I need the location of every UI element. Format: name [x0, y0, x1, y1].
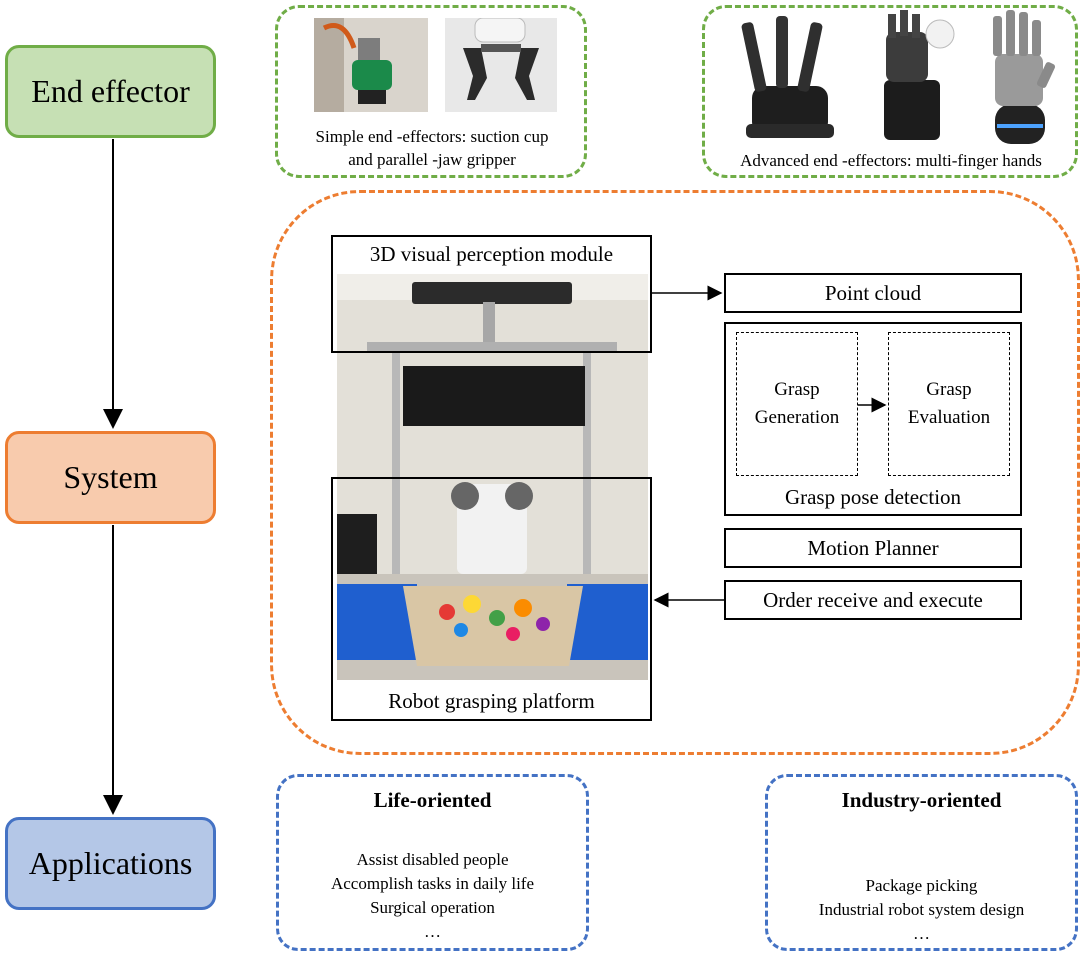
system-stage: System	[5, 431, 216, 524]
life-oriented-list: Assist disabled people Accomplish tasks …	[276, 848, 589, 944]
applications-label: Applications	[28, 845, 193, 881]
list-item: Industrial robot system design	[818, 900, 1025, 919]
simple-end-effectors-panel	[275, 5, 587, 178]
grasp-generation-box: Grasp Generation	[736, 332, 858, 476]
robot-platform-box	[331, 477, 652, 721]
list-item: …	[913, 924, 930, 943]
list-item: Assist disabled people	[356, 850, 509, 869]
grasp-pose-detection-label: Grasp pose detection	[784, 485, 962, 509]
life-oriented-title: Life-oriented	[373, 788, 492, 812]
list-item: Surgical operation	[370, 898, 495, 917]
grasp-evaluation-line1: Grasp	[926, 379, 972, 400]
industry-oriented-title: Industry-oriented	[841, 788, 1002, 812]
grasp-evaluation-box: Grasp Evaluation	[888, 332, 1010, 476]
list-item: …	[424, 922, 441, 941]
list-item: Accomplish tasks in daily life	[330, 874, 535, 893]
system-panel	[270, 190, 1080, 755]
end-effector-label: End effector	[31, 73, 190, 109]
point-cloud-label: Point cloud	[824, 280, 922, 305]
suction-cup-photo	[314, 18, 428, 112]
applications-stage: Applications	[5, 817, 216, 910]
system-label: System	[63, 459, 158, 495]
list-item: Package picking	[865, 876, 978, 895]
end-effector-stage: End effector	[5, 45, 216, 138]
grasp-pose-detection-box	[724, 322, 1022, 516]
point-cloud-box: Point cloud	[724, 273, 1022, 313]
grasp-generation-line1: Grasp	[774, 379, 820, 400]
simple-caption-line2: and parallel -jaw gripper	[348, 150, 516, 169]
industry-oriented-panel	[765, 774, 1078, 951]
motion-planner-label: Motion Planner	[807, 535, 939, 560]
motion-planner-box: Motion Planner	[724, 528, 1022, 568]
industry-oriented-list: Package picking Industrial robot system …	[765, 874, 1078, 946]
order-receive-label: Order receive and execute	[763, 587, 983, 612]
dexterous-hand-photo	[993, 10, 1056, 144]
simple-end-effectors-caption: Simple end -effectors: suction cup and p…	[282, 125, 582, 171]
humanoid-hand-with-bulb-photo	[884, 10, 955, 140]
perception-module-label: 3D visual perception module	[333, 237, 650, 271]
advanced-end-effectors-caption: Advanced end -effectors: multi-finger ha…	[740, 151, 1042, 170]
three-finger-hand-photo	[741, 16, 834, 138]
robot-platform-label: Robot grasping platform	[333, 684, 650, 719]
simple-caption-line1: Simple end -effectors: suction cup	[315, 127, 549, 146]
parallel-jaw-gripper-photo	[445, 18, 557, 112]
grasp-evaluation-line2: Evaluation	[907, 407, 991, 428]
advanced-end-effectors-panel	[702, 5, 1078, 178]
perception-module-box	[331, 235, 652, 353]
grasp-generation-line2: Generation	[754, 407, 840, 428]
life-oriented-panel	[276, 774, 589, 951]
order-receive-box: Order receive and execute	[724, 580, 1022, 620]
